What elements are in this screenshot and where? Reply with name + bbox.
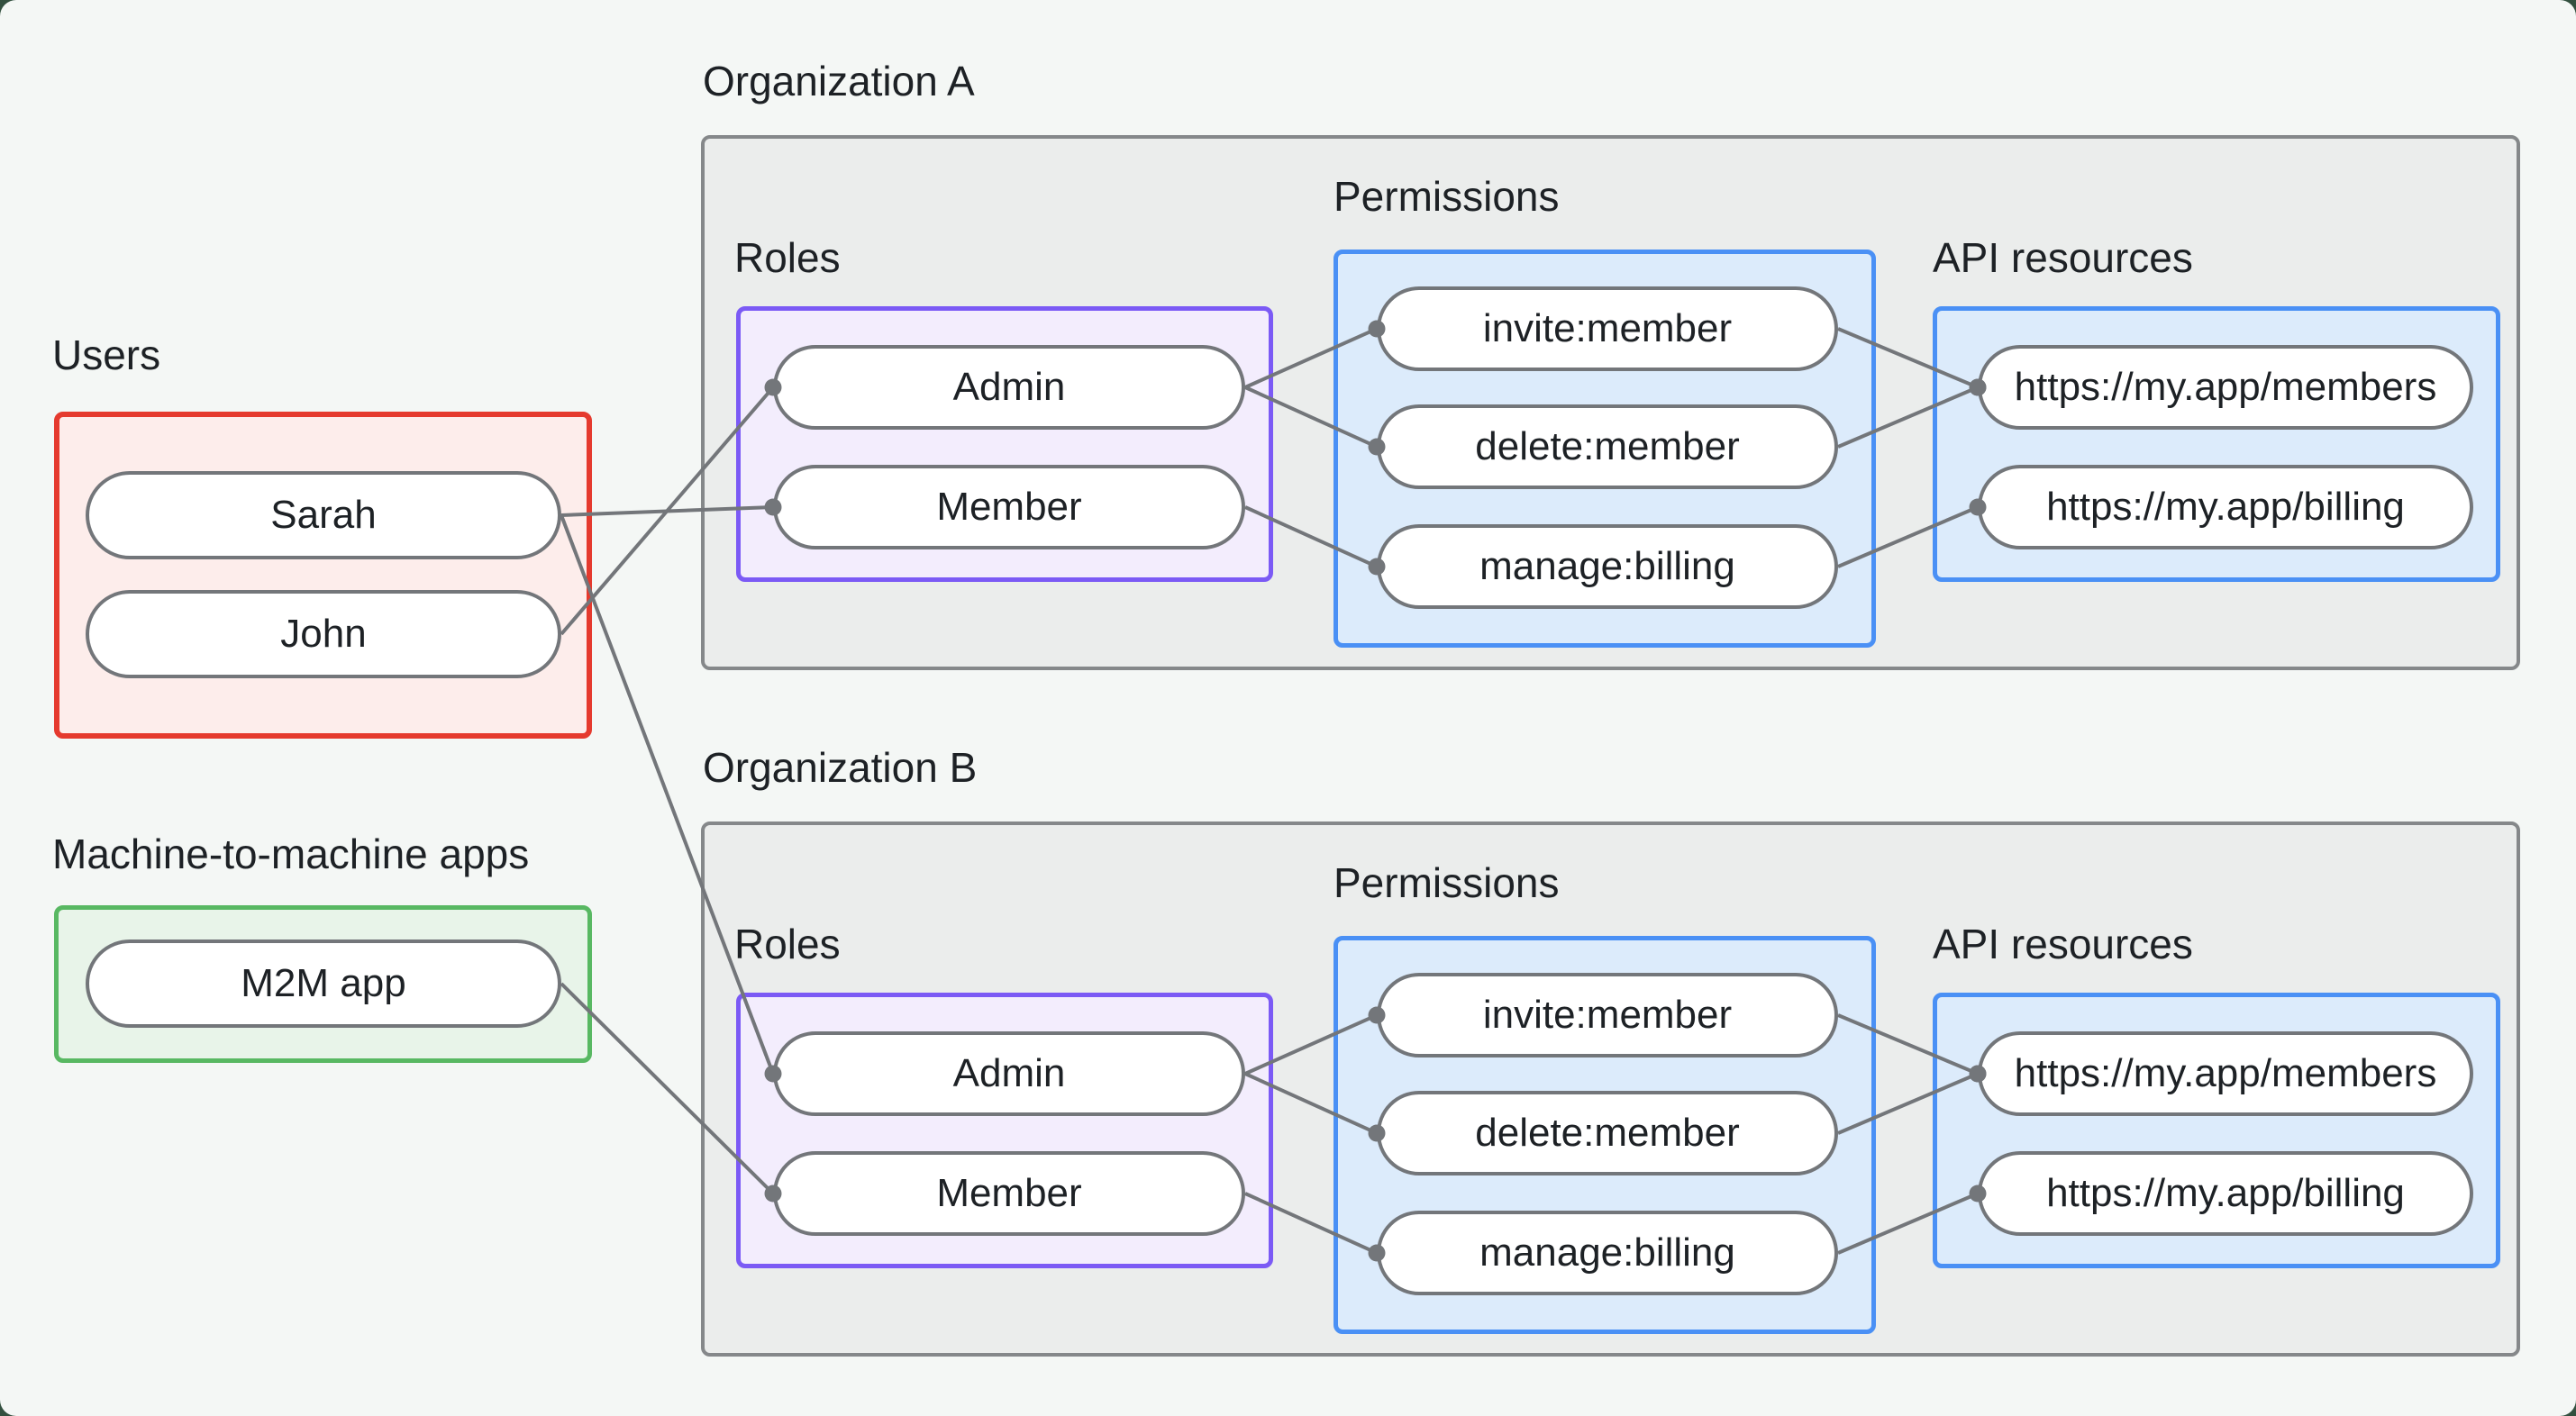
- node-label: manage:billing: [1479, 544, 1735, 588]
- node-user-sarah: Sarah: [86, 471, 561, 559]
- node-org-b-api-billing: https://my.app/billing: [1978, 1151, 2473, 1236]
- node-label: delete:member: [1475, 424, 1740, 468]
- node-label: https://my.app/members: [2014, 1051, 2437, 1095]
- node-org-a-role-admin: Admin: [773, 345, 1245, 430]
- org-a-roles-label: Roles: [734, 234, 841, 281]
- node-org-b-permission-invite-member: invite:member: [1377, 973, 1838, 1057]
- node-label: Sarah: [270, 493, 377, 537]
- node-label: M2M app: [241, 961, 406, 1005]
- node-org-a-permission-manage-billing: manage:billing: [1377, 524, 1838, 609]
- node-label: manage:billing: [1479, 1230, 1735, 1275]
- node-label: invite:member: [1482, 993, 1733, 1037]
- node-label: Member: [936, 485, 1082, 529]
- org-b-label: Organization B: [703, 744, 978, 791]
- node-org-a-api-billing: https://my.app/billing: [1978, 465, 2473, 549]
- org-b-permissions-label: Permissions: [1334, 859, 1560, 906]
- node-org-b-permission-delete-member: delete:member: [1377, 1091, 1838, 1175]
- org-b-api-resources-label: API resources: [1933, 921, 2193, 967]
- org-b-roles-label: Roles: [734, 921, 841, 967]
- node-org-b-role-member: Member: [773, 1151, 1245, 1236]
- node-label: delete:member: [1475, 1111, 1740, 1155]
- node-m2m-app: M2M app: [86, 939, 561, 1028]
- node-org-a-permission-invite-member: invite:member: [1377, 286, 1838, 371]
- node-org-a-api-members: https://my.app/members: [1978, 345, 2473, 430]
- node-label: Admin: [952, 1051, 1066, 1095]
- node-label: Member: [936, 1171, 1082, 1215]
- node-label: John: [280, 612, 367, 656]
- node-label: Admin: [952, 365, 1066, 409]
- node-label: https://my.app/members: [2014, 365, 2437, 409]
- node-label: https://my.app/billing: [2046, 485, 2405, 529]
- org-a-label: Organization A: [703, 58, 975, 104]
- m2m-group-label: Machine-to-machine apps: [52, 831, 530, 877]
- node-org-b-permission-manage-billing: manage:billing: [1377, 1211, 1838, 1295]
- users-group-box: [54, 412, 592, 739]
- node-org-a-role-member: Member: [773, 465, 1245, 549]
- node-label: invite:member: [1482, 306, 1733, 350]
- node-org-b-api-members: https://my.app/members: [1978, 1031, 2473, 1116]
- node-org-b-role-admin: Admin: [773, 1031, 1245, 1116]
- node-org-a-permission-delete-member: delete:member: [1377, 404, 1838, 489]
- node-user-john: John: [86, 590, 561, 678]
- node-label: https://my.app/billing: [2046, 1171, 2405, 1215]
- users-group-label: Users: [52, 331, 161, 378]
- org-a-api-resources-label: API resources: [1933, 234, 2193, 281]
- org-a-permissions-label: Permissions: [1334, 173, 1560, 220]
